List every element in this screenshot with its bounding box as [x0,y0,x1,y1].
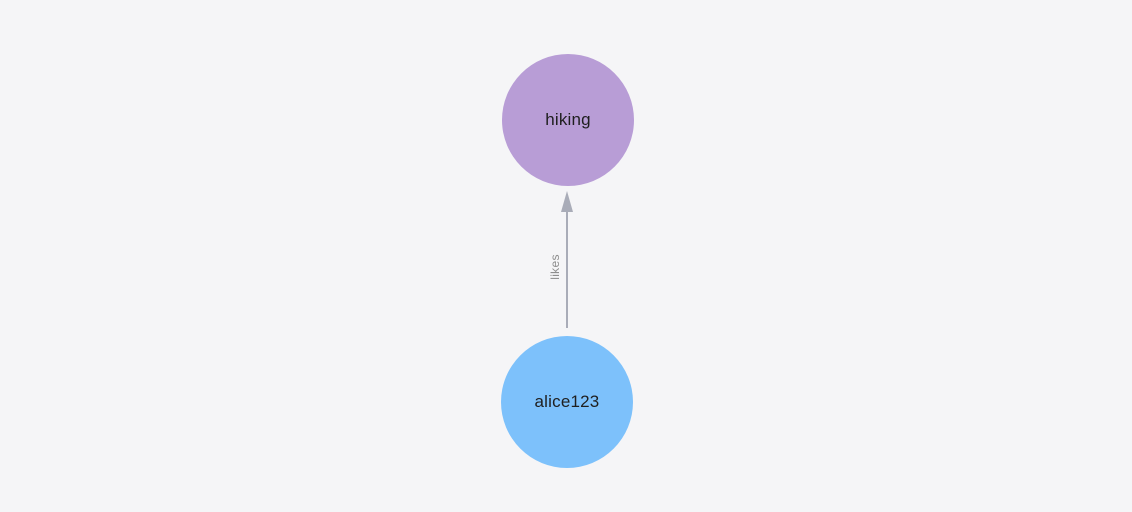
node-alice123[interactable]: alice123 [501,336,633,468]
edge-likes-line[interactable] [566,212,568,328]
node-alice123-label: alice123 [534,392,600,411]
arrowhead-icon [561,191,573,212]
node-hiking-label: hiking [545,110,591,129]
edge-likes-label: likes [548,254,562,280]
node-hiking[interactable]: hiking [502,54,634,186]
